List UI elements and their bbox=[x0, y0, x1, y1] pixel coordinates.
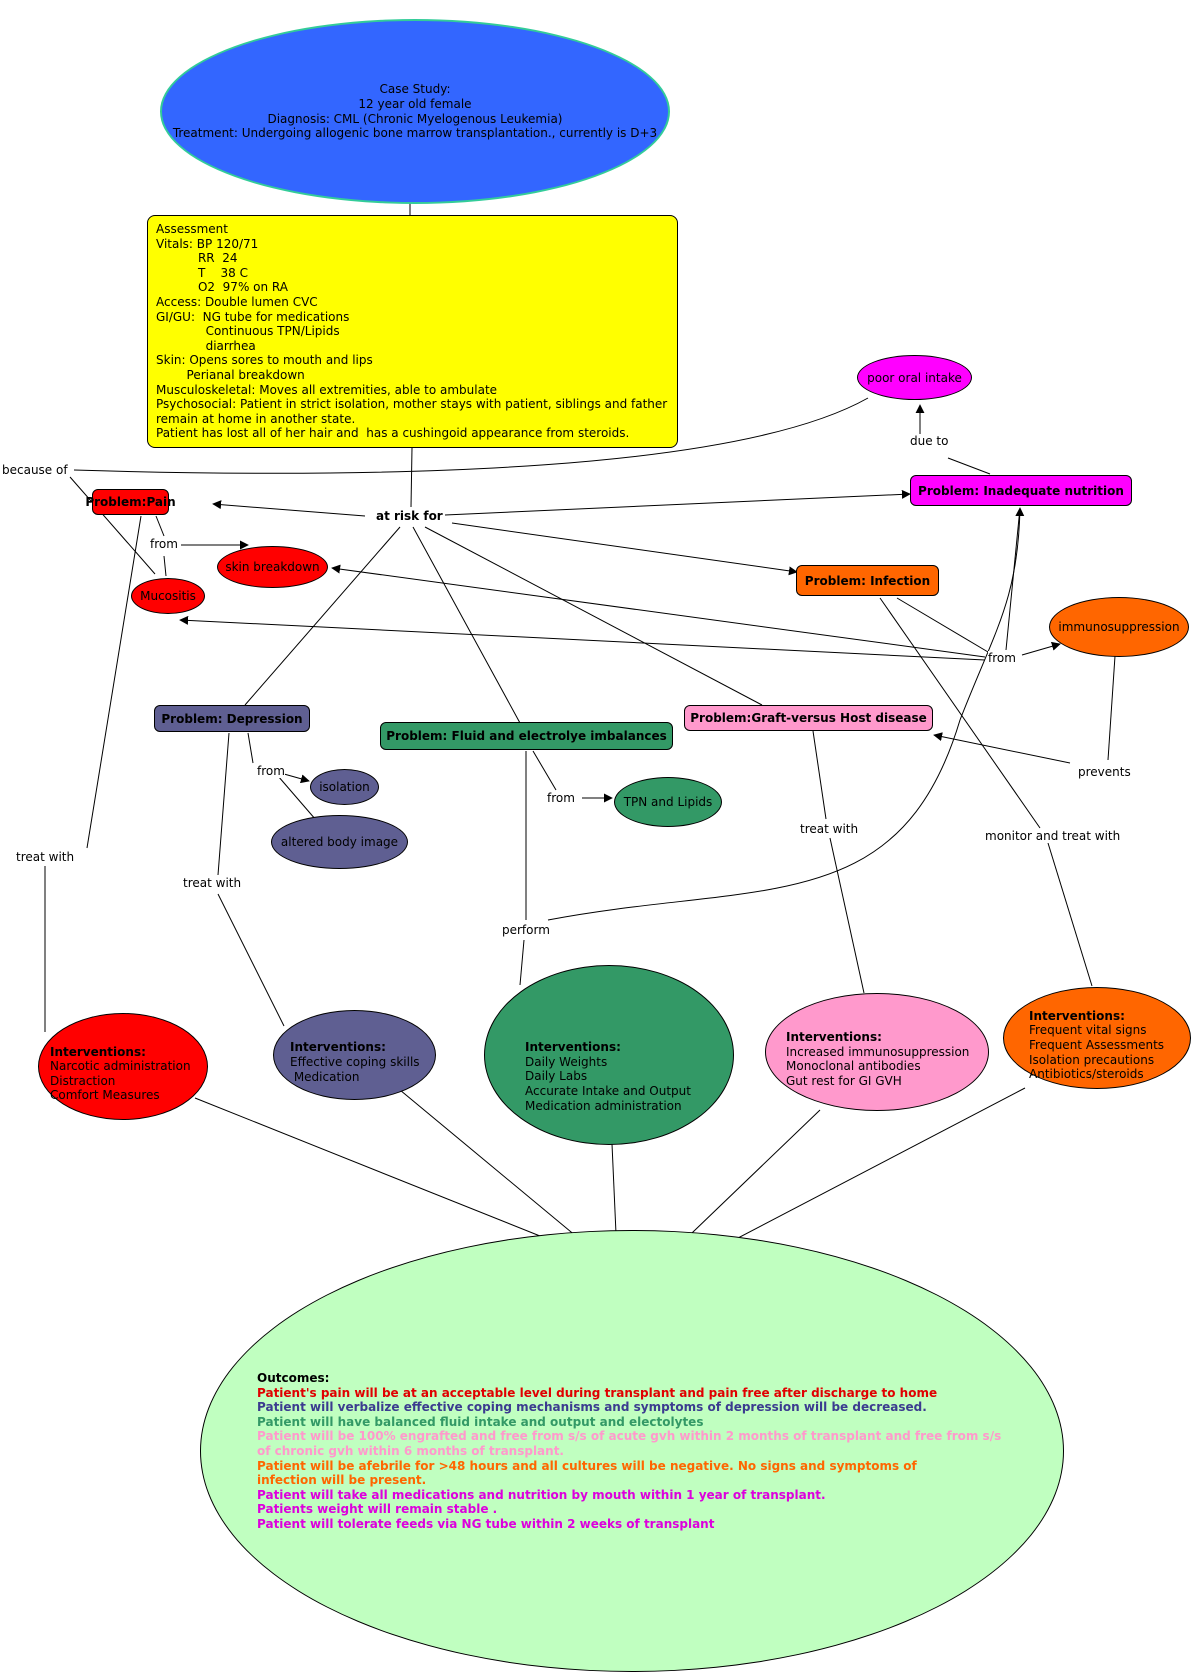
interventions-fluid-items: Daily Weights Daily Labs Accurate Intake… bbox=[525, 1054, 691, 1113]
outcome-nutrition-2: Patients weight will remain stable . bbox=[257, 1502, 498, 1517]
interventions-infection-title: Interventions: bbox=[1029, 1008, 1125, 1023]
outcome-gvhd-1: Patient will be 100% engrafted and free … bbox=[257, 1429, 1002, 1444]
label-at-risk-for: at risk for bbox=[376, 509, 443, 523]
problem-inadequate-nutrition[interactable]: Problem: Inadequate nutrition bbox=[910, 475, 1132, 506]
interventions-depression-text: Interventions:Effective coping skills Me… bbox=[290, 1011, 420, 1099]
interventions-gvhd-items: Increased immunosuppression Monoclonal a… bbox=[786, 1044, 970, 1088]
label-prevents: prevents bbox=[1078, 765, 1131, 779]
assessment-node[interactable]: Assessment Vitals: BP 120/71 RR 24 T 38 … bbox=[147, 215, 678, 448]
label-perform: perform bbox=[502, 923, 550, 937]
label-from-fluid: from bbox=[547, 791, 575, 805]
interventions-infection[interactable]: Interventions:Frequent vital signs Frequ… bbox=[1003, 987, 1191, 1089]
label-due-to: due to bbox=[910, 434, 949, 448]
interventions-gvhd[interactable]: Interventions:Increased immunosuppressio… bbox=[765, 993, 989, 1111]
outcome-fluid: Patient will have balanced fluid intake … bbox=[257, 1414, 704, 1429]
concept-altered-body-image[interactable]: altered body image bbox=[271, 815, 408, 869]
label-from-depression: from bbox=[257, 764, 285, 778]
outcome-depression: Patient will verbalize effective coping … bbox=[257, 1400, 927, 1415]
concept-tpn-and-lipids[interactable]: TPN and Lipids bbox=[614, 777, 722, 827]
interventions-pain-items: Narcotic administration Distraction Comf… bbox=[50, 1059, 191, 1103]
concept-skin-breakdown[interactable]: skin breakdown bbox=[217, 546, 328, 588]
assessment-text: Assessment Vitals: BP 120/71 RR 24 T 38 … bbox=[156, 222, 668, 441]
outcome-infection-1: Patient will be afebrile for >48 hours a… bbox=[257, 1458, 917, 1473]
outcomes-node[interactable]: Outcomes: Patient's pain will be at an a… bbox=[200, 1230, 1064, 1672]
interventions-depression-title: Interventions: bbox=[290, 1040, 386, 1055]
interventions-fluid-text: Interventions:Daily Weights Daily Labs A… bbox=[525, 1011, 691, 1128]
outcomes-title: Outcomes: bbox=[257, 1371, 330, 1385]
outcome-infection-2: infection will be present. bbox=[257, 1473, 427, 1488]
case-study-text: Case Study: 12 year old female Diagnosis… bbox=[173, 82, 657, 140]
label-treat-with-gvhd: treat with bbox=[800, 822, 859, 836]
case-study-diagnosis: Diagnosis: CML (Chronic Myelogenous Leuk… bbox=[267, 111, 563, 126]
label-treat-with-depression: treat with bbox=[183, 876, 242, 890]
outcome-nutrition-3: Patient will tolerate feeds via NG tube … bbox=[257, 1516, 715, 1531]
concept-mucositis[interactable]: Mucositis bbox=[131, 578, 205, 614]
label-monitor-and-treat-with: monitor and treat with bbox=[985, 829, 1121, 843]
interventions-pain-text: Interventions:Narcotic administration Di… bbox=[50, 1015, 191, 1117]
case-study-title: Case Study: bbox=[379, 82, 451, 97]
outcome-nutrition-1: Patient will take all medications and nu… bbox=[257, 1487, 826, 1502]
interventions-gvhd-text: Interventions:Increased immunosuppressio… bbox=[786, 1001, 969, 1103]
interventions-fluid-title: Interventions: bbox=[525, 1040, 621, 1055]
label-because-of: because of bbox=[2, 463, 68, 477]
case-study-patient: 12 year old female bbox=[358, 96, 472, 111]
outcomes-text: Outcomes: Patient's pain will be at an a… bbox=[257, 1371, 1001, 1532]
interventions-depression-items: Effective coping skills Medication bbox=[290, 1055, 420, 1084]
interventions-depression[interactable]: Interventions:Effective coping skills Me… bbox=[273, 1010, 436, 1100]
label-from-pain: from bbox=[150, 537, 178, 551]
interventions-gvhd-title: Interventions: bbox=[786, 1030, 882, 1045]
problem-depression[interactable]: Problem: Depression bbox=[154, 705, 310, 732]
concept-poor-oral-intake[interactable]: poor oral intake bbox=[857, 355, 972, 400]
problem-infection[interactable]: Problem: Infection bbox=[796, 565, 939, 596]
interventions-infection-text: Interventions:Frequent vital signs Frequ… bbox=[1029, 980, 1164, 1097]
label-treat-with-pain: treat with bbox=[16, 850, 75, 864]
outcome-gvhd-2: of chronic gvh within 6 months of transp… bbox=[257, 1443, 564, 1458]
label-from-immuno: from bbox=[988, 651, 1016, 665]
problem-graft-versus-host[interactable]: Problem:Graft-versus Host disease bbox=[684, 705, 933, 731]
interventions-fluid[interactable]: Interventions:Daily Weights Daily Labs A… bbox=[484, 965, 734, 1145]
problem-fluid-electrolyte[interactable]: Problem: Fluid and electrolye imbalances bbox=[380, 722, 673, 750]
problem-pain[interactable]: Problem:Pain bbox=[85, 489, 176, 515]
case-study-node[interactable]: Case Study: 12 year old female Diagnosis… bbox=[160, 19, 670, 204]
concept-isolation[interactable]: isolation bbox=[310, 769, 379, 805]
interventions-pain[interactable]: Interventions:Narcotic administration Di… bbox=[38, 1013, 208, 1120]
concept-immunosuppression[interactable]: immunosuppression bbox=[1049, 597, 1189, 657]
interventions-infection-items: Frequent vital signs Frequent Assessment… bbox=[1029, 1023, 1165, 1082]
case-study-treatment: Treatment: Undergoing allogenic bone mar… bbox=[172, 126, 658, 141]
outcome-pain: Patient's pain will be at an acceptable … bbox=[257, 1385, 938, 1400]
interventions-pain-title: Interventions: bbox=[50, 1044, 146, 1059]
